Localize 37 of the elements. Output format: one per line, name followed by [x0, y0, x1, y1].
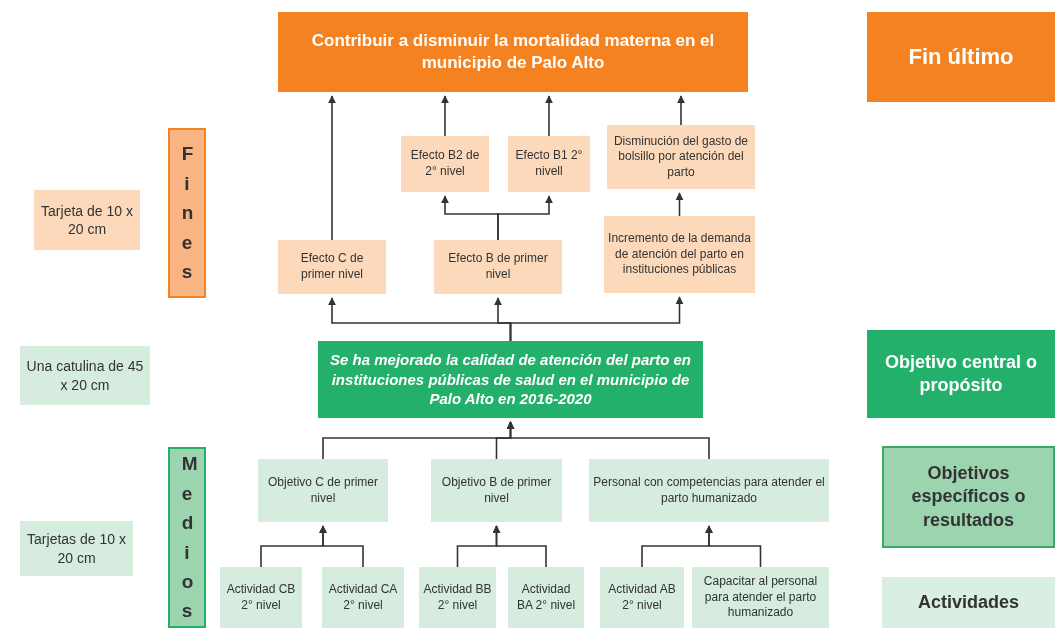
activity-box: Actividad CA 2° nivel: [322, 567, 404, 628]
arrow: [705, 525, 762, 568]
arrow: [328, 95, 336, 241]
section-label-box: Fines: [168, 128, 206, 298]
central-objective-box: Se ha mejorado la calidad de atención del parto en instituciones públicas de salud en el municipio de Palo Alto en 2016-2020: [318, 341, 703, 418]
arrow: [441, 95, 449, 137]
arrow: [506, 421, 710, 460]
objective-box: Objetivo B de primer nivel: [431, 459, 562, 522]
arrow: [319, 525, 364, 568]
arrow: [492, 525, 547, 568]
arrow: [675, 192, 684, 217]
size-note-box: Una catulina de 45 x 20 cm: [20, 346, 150, 405]
effect-box: Incremento de la demanda de atención del parto en instituciones públicas: [604, 216, 755, 293]
level-box: Fin último: [867, 12, 1055, 102]
effect-box: Efecto C de primer nivel: [278, 240, 386, 294]
activity-box: Actividad CB 2° nivel: [220, 567, 302, 628]
activity-box: Capacitar al personal para atender el parto humanizado: [692, 567, 829, 628]
activity-box: Actividad AB 2° nivel: [600, 567, 684, 628]
activity-box: Actividad BB 2° nivel: [419, 567, 496, 628]
objective-box: Objetivo C de primer nivel: [258, 459, 388, 522]
activity-box: Actividad BA 2° nivel: [508, 567, 584, 628]
effect-box: Disminución del gasto de bolsillo por atención del parto: [607, 125, 755, 189]
level-box: Objetivos específicos o resultados: [882, 446, 1055, 548]
arrow: [497, 195, 553, 241]
arrow: [677, 95, 685, 126]
size-note-box: Tarjeta de 10 x 20 cm: [34, 190, 140, 250]
effect-box: Efecto B1 2° nivell: [508, 136, 590, 192]
level-box: Objetivo central o propósito: [867, 330, 1055, 418]
objective-box: Personal con competencias para atender el parto humanizado: [589, 459, 829, 522]
arrow: [509, 296, 684, 342]
effect-box: Efecto B de primer nivel: [434, 240, 562, 294]
arrow: [545, 95, 553, 137]
effect-box: Efecto B2 de 2° nivel: [401, 136, 489, 192]
level-box: Actividades: [882, 577, 1055, 628]
section-label-box: Medios: [168, 447, 206, 628]
size-note-box: Tarjetas de 10 x 20 cm: [20, 521, 133, 576]
goal-box: Contribuir a disminuir la mortalidad materna en el municipio de Palo Alto: [278, 12, 748, 92]
